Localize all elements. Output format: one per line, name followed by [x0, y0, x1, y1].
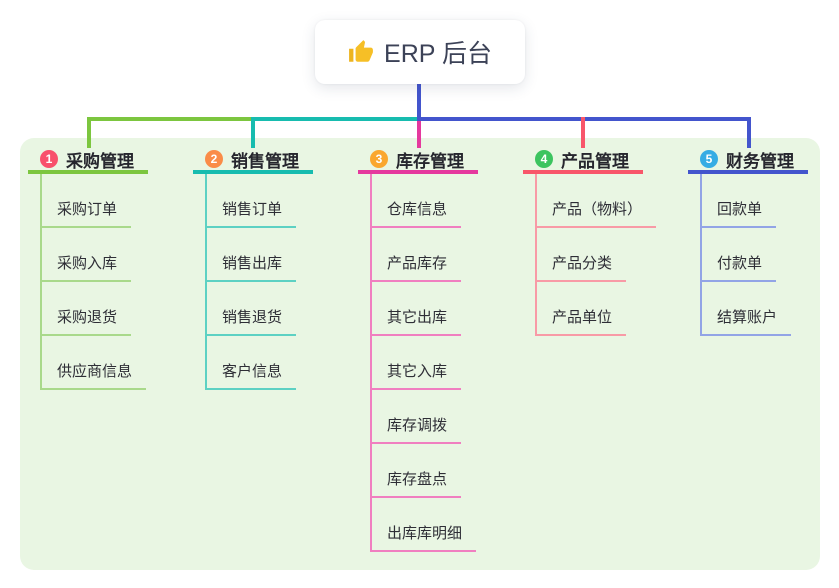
child-label: 仓库信息: [387, 201, 448, 218]
branch-number-badge: 4: [535, 150, 553, 168]
thumbs-up-icon: [349, 40, 373, 62]
branch-number-badge: 1: [40, 150, 58, 168]
child-label: 客户信息: [222, 363, 283, 380]
branch-children: 仓库信息产品库存其它出库其它入库库存调拨库存盘点出库库明细: [370, 174, 477, 552]
branch-child-node[interactable]: 客户信息: [207, 336, 297, 390]
branch-sales: 2 销售管理 销售订单销售出库销售退货客户信息: [193, 148, 313, 390]
child-label: 销售订单: [222, 201, 283, 218]
branch-header-sales[interactable]: 2 销售管理: [193, 148, 313, 174]
connector-drop-5: [747, 117, 751, 148]
branch-title: 采购管理: [66, 151, 134, 171]
branch-child-node[interactable]: 采购入库: [42, 228, 132, 282]
branch-child-node[interactable]: 出库库明细: [372, 498, 477, 552]
child-label: 其它入库: [387, 363, 448, 380]
branch-finance: 5 财务管理 回款单付款单结算账户: [688, 148, 808, 336]
branch-child-node[interactable]: 供应商信息: [42, 336, 147, 390]
root-node[interactable]: ERP 后台: [315, 20, 525, 84]
child-label: 产品分类: [552, 255, 613, 272]
branch-header-product[interactable]: 4 产品管理: [523, 148, 643, 174]
child-label: 销售出库: [222, 255, 283, 272]
branch-title: 库存管理: [396, 151, 464, 171]
branch-child-node[interactable]: 库存调拨: [372, 390, 462, 444]
child-label: 采购退货: [57, 309, 118, 326]
branch-header-purchase[interactable]: 1 采购管理: [28, 148, 148, 174]
child-label: 供应商信息: [57, 363, 133, 380]
branch-number-badge: 5: [700, 150, 718, 168]
branch-child-node[interactable]: 仓库信息: [372, 174, 462, 228]
branch-child-node[interactable]: 库存盘点: [372, 444, 462, 498]
branch-child-node[interactable]: 产品分类: [537, 228, 627, 282]
branch-child-node[interactable]: 其它入库: [372, 336, 462, 390]
branch-child-node[interactable]: 产品（物料）: [537, 174, 657, 228]
branch-title: 产品管理: [561, 151, 629, 171]
branch-title: 销售管理: [231, 151, 299, 171]
branch-number-badge: 3: [370, 150, 388, 168]
child-label: 产品库存: [387, 255, 448, 272]
connector-drop-3: [417, 121, 421, 148]
connector-bus-middle: [251, 117, 417, 121]
child-label: 结算账户: [717, 309, 778, 326]
branch-child-node[interactable]: 其它出库: [372, 282, 462, 336]
branch-title: 财务管理: [726, 151, 794, 171]
child-label: 采购订单: [57, 201, 118, 218]
branch-child-node[interactable]: 销售订单: [207, 174, 297, 228]
branch-purchase: 1 采购管理 采购订单采购入库采购退货供应商信息: [28, 148, 148, 390]
branch-header-finance[interactable]: 5 财务管理: [688, 148, 808, 174]
child-label: 销售退货: [222, 309, 283, 326]
branch-inventory: 3 库存管理 仓库信息产品库存其它出库其它入库库存调拨库存盘点出库库明细: [358, 148, 478, 552]
child-label: 付款单: [717, 255, 763, 272]
child-label: 库存盘点: [387, 471, 448, 488]
branch-child-node[interactable]: 采购退货: [42, 282, 132, 336]
branch-child-node[interactable]: 销售出库: [207, 228, 297, 282]
branch-child-node[interactable]: 结算账户: [702, 282, 792, 336]
branch-child-node[interactable]: 销售退货: [207, 282, 297, 336]
branch-children: 销售订单销售出库销售退货客户信息: [205, 174, 297, 390]
branch-child-node[interactable]: 产品单位: [537, 282, 627, 336]
child-label: 产品（物料）: [552, 201, 643, 218]
connector-root-vertical: [417, 84, 421, 121]
child-label: 其它出库: [387, 309, 448, 326]
branch-product: 4 产品管理 产品（物料） 产品分类产品单位: [523, 148, 657, 336]
child-label: 回款单: [717, 201, 763, 218]
branch-child-node[interactable]: 产品库存: [372, 228, 462, 282]
child-label: 产品单位: [552, 309, 613, 326]
connector-drop-4: [581, 117, 585, 148]
branch-child-node[interactable]: 付款单: [702, 228, 777, 282]
connector-drop-2: [251, 117, 255, 148]
child-label: 出库库明细: [387, 525, 463, 542]
branch-children: 采购订单采购入库采购退货供应商信息: [40, 174, 147, 390]
branch-header-inventory[interactable]: 3 库存管理: [358, 148, 478, 174]
mindmap-panel: [20, 138, 820, 570]
branch-child-node[interactable]: 回款单: [702, 174, 777, 228]
child-label: 采购入库: [57, 255, 118, 272]
branch-number-badge: 2: [205, 150, 223, 168]
connector-drop-1: [87, 117, 91, 148]
branch-child-node[interactable]: 采购订单: [42, 174, 132, 228]
branch-children: 产品（物料） 产品分类产品单位: [535, 174, 657, 336]
root-label: ERP 后台: [384, 40, 492, 68]
connector-bus-left: [87, 117, 251, 121]
child-label: 库存调拨: [387, 417, 448, 434]
branch-children: 回款单付款单结算账户: [700, 174, 792, 336]
